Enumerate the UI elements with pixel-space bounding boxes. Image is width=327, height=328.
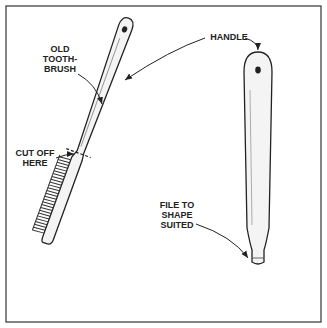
handle-piece (244, 52, 272, 264)
part-label: HANDLE (206, 32, 252, 42)
instruction-label: CUT OFF HERE (14, 148, 56, 168)
part-label: OLD TOOTH-BRUSH (40, 44, 80, 74)
instruction-label: FILE TO SHAPE SUITED (156, 200, 198, 230)
leader-lines (56, 38, 258, 258)
old-toothbrush (30, 12, 140, 248)
frame (6, 6, 321, 322)
